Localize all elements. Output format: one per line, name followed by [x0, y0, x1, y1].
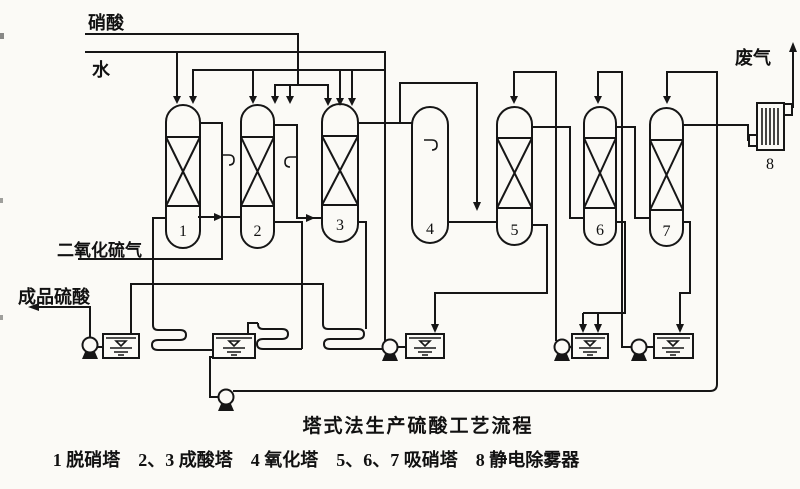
tower-number: 4 [426, 221, 434, 238]
demister-number: 8 [766, 156, 774, 173]
product-acid-line [28, 303, 91, 337]
drain-line-t7 [676, 221, 691, 333]
cooler-coil-1 [150, 322, 213, 351]
recirc-bridge-t6 [594, 71, 631, 348]
drain-line-t6 [579, 221, 626, 333]
pump-product [81, 336, 99, 359]
acid-tank-2 [212, 333, 256, 359]
recirc-bridge-t7 [233, 71, 718, 392]
drain-line-t3 [358, 221, 367, 329]
gas-line-t2-t3 [274, 124, 322, 222]
tower-4-oxidation: 4 [411, 106, 449, 244]
pump-3 [553, 338, 571, 361]
oxidation-tower-bypass [399, 82, 481, 211]
nitric-acid-feed-line [85, 33, 299, 70]
top-distribution-manifold [173, 69, 385, 106]
tower-number: 3 [336, 217, 344, 234]
tower-2-acid-forming: 2 [240, 104, 275, 249]
label-waste-gas: 废气 [735, 47, 771, 68]
tower-1-denitration: 1 [165, 104, 201, 249]
print-artifacts [0, 33, 4, 320]
acid-tank-4 [571, 333, 609, 359]
label-water: 水 [92, 59, 111, 80]
label-so2-gas: 二氧化硫气 [57, 240, 142, 260]
tower-3-acid-forming: 3 [321, 103, 359, 243]
electrostatic-demister: 8 [748, 102, 793, 173]
acid-tank-1 [102, 333, 140, 359]
water-feed-line [85, 51, 386, 341]
drain-line-t1 [130, 217, 324, 334]
acid-tank-5 [653, 333, 694, 359]
pump-4 [630, 338, 648, 361]
diagram-title: 塔式法生产硫酸工艺流程 [302, 414, 533, 437]
pump-5 [217, 388, 235, 411]
gas-line-t1-t2 [198, 213, 241, 221]
tower-number: 2 [254, 223, 262, 240]
spray-hook-2 [284, 156, 297, 168]
spray-hook-3 [424, 139, 438, 151]
spray-hook-1 [222, 154, 235, 166]
pump-2 [381, 338, 399, 361]
tower-6-absorption: 6 [583, 106, 617, 246]
cooler-coil-3 [322, 322, 383, 350]
tower-7-absorption: 7 [649, 107, 684, 247]
tower-number: 6 [596, 222, 604, 239]
waste-gas-outlet-line [789, 42, 797, 108]
label-nitric-acid: 硝酸 [88, 12, 125, 33]
drain-line-t5 [431, 224, 548, 333]
gas-line-t5-t6 [532, 126, 584, 219]
so2-inlet-line [78, 122, 223, 260]
acid-tank-3 [405, 333, 445, 359]
tower-number: 1 [179, 223, 187, 240]
pump-connections [97, 346, 654, 398]
tower-number: 7 [663, 223, 671, 240]
cooler-coil-2 [247, 322, 302, 350]
diagram-legend: 1 脱硝塔 2、3 成酸塔 4 氧化塔 5、6、7 吸硝塔 8 静电除雾器 [53, 449, 580, 470]
gas-line-t6-t7 [616, 126, 650, 219]
recirc-bridge-t5 [510, 71, 557, 341]
label-product-acid: 成品硫酸 [18, 286, 91, 307]
drain-line-t2 [274, 221, 303, 349]
tower-number: 5 [511, 222, 519, 239]
tower-5-absorption: 5 [496, 106, 533, 246]
